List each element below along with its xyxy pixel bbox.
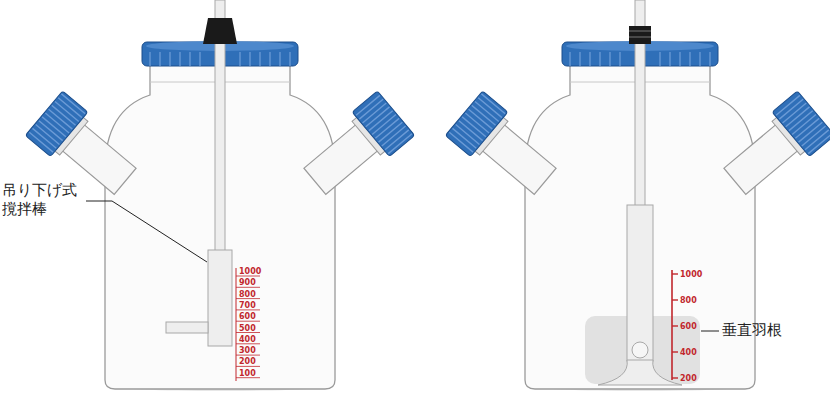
scale-tick	[672, 351, 678, 352]
spinner-flask	[25, 0, 414, 391]
scale-number: 1000	[239, 267, 261, 276]
shaft-hole	[632, 342, 648, 358]
scale-number: 400	[680, 348, 697, 357]
hanging-stirrer	[208, 250, 232, 346]
scale-number: 900	[239, 278, 256, 287]
leader-line	[86, 201, 207, 262]
scale-number: 200	[239, 357, 256, 366]
scale-number: 600	[680, 322, 697, 331]
scale-number: 200	[680, 374, 697, 383]
scale-line	[671, 270, 673, 380]
spinner-flask	[445, 0, 830, 391]
scale-tick	[672, 299, 678, 300]
scale-number: 1000	[680, 270, 702, 279]
scale-number: 100	[239, 369, 256, 378]
part-label: 吊り下げ式 撹拌棒	[2, 181, 84, 219]
scale-number: 600	[239, 312, 256, 321]
scale-number: 800	[239, 290, 256, 299]
stopper	[629, 26, 651, 44]
scale-number: 500	[239, 324, 256, 333]
stirrer-arm	[166, 322, 208, 333]
scale-tick	[672, 273, 678, 274]
scale-tick	[672, 325, 678, 326]
part-label: 垂直羽根	[722, 321, 822, 340]
scale-number: 700	[239, 301, 256, 310]
graduation-scale	[236, 268, 678, 381]
scale-number: 400	[239, 335, 256, 344]
scale-tick	[672, 377, 678, 378]
impeller-foot	[598, 360, 682, 385]
scale-line	[236, 268, 237, 381]
scale-number: 800	[680, 296, 697, 305]
stopper	[203, 18, 237, 44]
leader-line	[701, 331, 719, 332]
scale-number: 300	[239, 346, 256, 355]
impeller-shaft	[627, 205, 653, 361]
